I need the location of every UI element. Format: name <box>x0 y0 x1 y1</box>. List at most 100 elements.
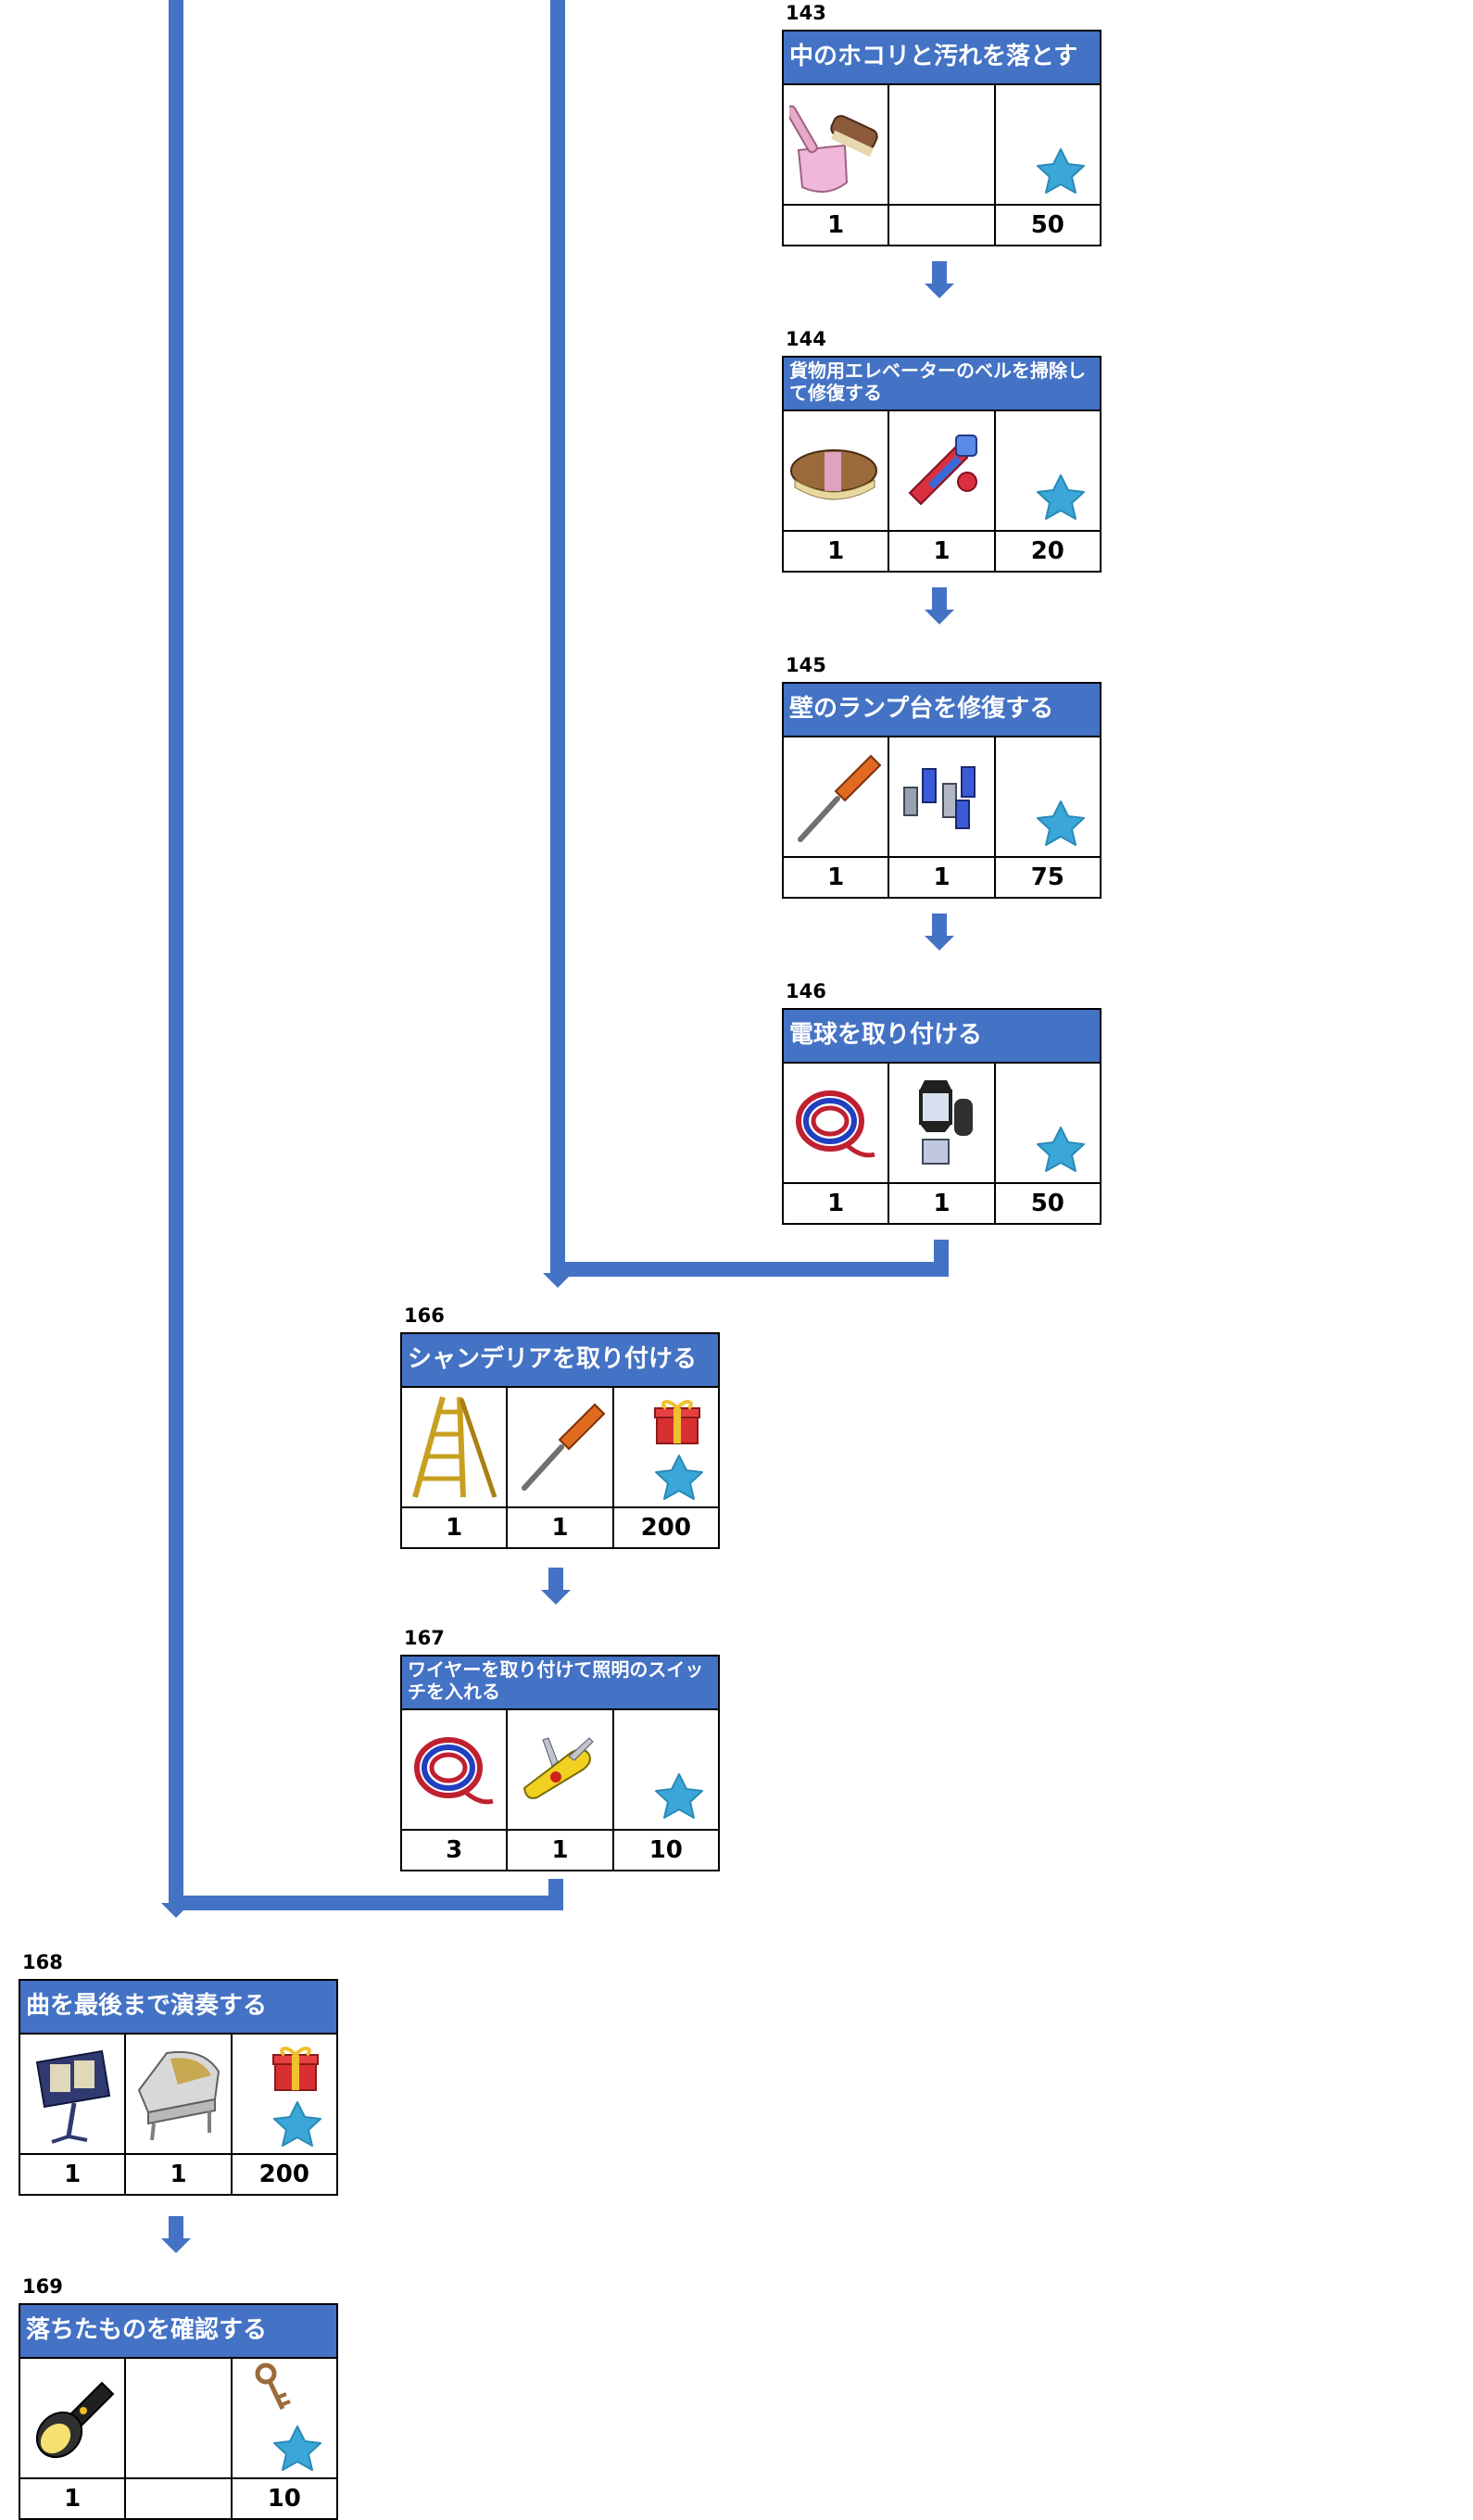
flow-arrow-145-146-shaft <box>932 914 947 938</box>
item-slot <box>402 1388 509 1506</box>
reward-slot <box>614 1388 718 1506</box>
item-count: 1 <box>508 1508 614 1547</box>
step-number: 168 <box>22 1951 63 1973</box>
item-count: 1 <box>889 532 996 571</box>
reward-count: 10 <box>267 2485 301 2513</box>
item-count <box>889 206 996 245</box>
music-stand-icon <box>35 2049 111 2144</box>
screws-icon <box>903 766 976 829</box>
flow-arrow-144-145-shaft <box>932 587 947 611</box>
reward-slot <box>996 737 1100 856</box>
flashlight-icon <box>35 2381 115 2459</box>
reward-slot <box>996 1064 1100 1182</box>
screwdriver-icon <box>522 1403 606 1491</box>
flow-arrow-143-144-shaft <box>932 261 947 285</box>
item-slot <box>20 2359 127 2477</box>
flow-line-167-stub <box>548 1879 563 1910</box>
step-number: 143 <box>786 2 826 24</box>
star-icon <box>1036 1127 1085 1172</box>
dustpan-and-brush-icon <box>789 105 878 193</box>
item-count: 1 <box>889 1184 996 1223</box>
star-icon <box>654 1455 703 1500</box>
glue-tube-icon <box>908 435 978 506</box>
star-icon <box>654 1773 703 1819</box>
wire-coil-icon <box>414 1737 494 1805</box>
grand-piano-icon <box>138 2050 220 2141</box>
step-title: ワイヤーを取り付けて照明のスイッチを入れる <box>402 1657 718 1710</box>
item-count <box>126 2479 233 2518</box>
reward-count: 10 <box>648 1836 683 1864</box>
star-icon <box>1036 474 1085 520</box>
flow-arrow-to-166 <box>543 1273 573 1288</box>
key-icon <box>255 2362 291 2411</box>
reward-count: 20 <box>1030 537 1064 565</box>
reward-count: 75 <box>1030 863 1064 891</box>
step-title: 曲を最後まで演奏する <box>20 1981 336 2035</box>
item-slot <box>889 411 996 530</box>
star-icon <box>272 2101 321 2147</box>
step-card: 中のホコリと汚れを落とす 1 50 <box>782 30 1102 246</box>
item-count: 1 <box>784 858 890 897</box>
reward-count: 200 <box>258 2161 309 2188</box>
step-card: 落ちたものを確認する <box>19 2303 338 2520</box>
step-number: 145 <box>786 654 826 676</box>
step-title: 中のホコリと汚れを落とす <box>784 32 1100 85</box>
step-number: 167 <box>404 1627 445 1649</box>
step-title: 壁のランプ台を修復する <box>784 684 1100 737</box>
flow-line-mid <box>550 0 565 1277</box>
item-slot <box>784 85 890 204</box>
item-count: 3 <box>402 1831 509 1870</box>
reward-count: 50 <box>1030 211 1064 239</box>
item-count: 1 <box>889 858 996 897</box>
flow-arrow-145-146 <box>925 936 954 951</box>
step-title: 落ちたものを確認する <box>20 2305 336 2359</box>
step-title: シャンデリアを取り付ける <box>402 1334 718 1388</box>
item-slot <box>402 1710 509 1829</box>
reward-slot <box>614 1710 718 1829</box>
item-count: 1 <box>784 206 890 245</box>
reward-slot <box>996 411 1100 530</box>
step-title: 電球を取り付ける <box>784 1010 1100 1064</box>
step-title: 貨物用エレベーターのベルを掃除して修復する <box>784 358 1100 411</box>
step-number: 169 <box>22 2275 63 2298</box>
gift-icon <box>271 2047 320 2092</box>
wall-lamp-icon <box>919 1080 974 1165</box>
wire-coil-icon <box>796 1090 875 1158</box>
reward-slot <box>233 2035 336 2153</box>
reward-count: 50 <box>1030 1190 1064 1217</box>
item-slot-empty <box>126 2359 233 2477</box>
gift-icon <box>652 1400 701 1445</box>
step-card: 電球を取り付ける <box>782 1008 1102 1225</box>
item-slot <box>784 411 890 530</box>
item-count: 1 <box>20 2155 127 2194</box>
item-slot-empty <box>889 85 996 204</box>
reward-slot <box>996 85 1100 204</box>
flow-line-left <box>169 0 183 1907</box>
step-card: シャンデリアを取り付ける <box>400 1332 720 1549</box>
flow-arrow-143-144 <box>925 284 954 298</box>
flow-line-146-stub <box>934 1240 949 1277</box>
flow-arrow-166-167-shaft <box>548 1568 563 1592</box>
flow-arrow-168-169-shaft <box>169 2216 183 2240</box>
item-slot <box>126 2035 233 2153</box>
item-count: 1 <box>402 1508 509 1547</box>
star-icon <box>1036 800 1085 846</box>
item-count: 1 <box>508 1831 614 1870</box>
item-slot <box>784 1064 890 1182</box>
step-card: 曲を最後まで演奏する <box>19 1979 338 2196</box>
ladder-icon <box>412 1396 497 1498</box>
item-count: 1 <box>784 532 890 571</box>
item-count: 1 <box>20 2479 127 2518</box>
step-card: 壁のランプ台を修復する 1 <box>782 682 1102 899</box>
star-icon <box>272 2426 321 2471</box>
item-slot <box>20 2035 127 2153</box>
item-slot <box>784 737 890 856</box>
item-slot <box>889 737 996 856</box>
item-count: 1 <box>784 1184 890 1223</box>
flow-line-167-to-168 <box>169 1896 563 1910</box>
flow-arrow-144-145 <box>925 610 954 624</box>
flow-arrow-168-169 <box>161 2238 191 2253</box>
item-count: 1 <box>126 2155 233 2194</box>
item-slot <box>508 1710 614 1829</box>
flow-line-146-to-166 <box>550 1262 949 1277</box>
